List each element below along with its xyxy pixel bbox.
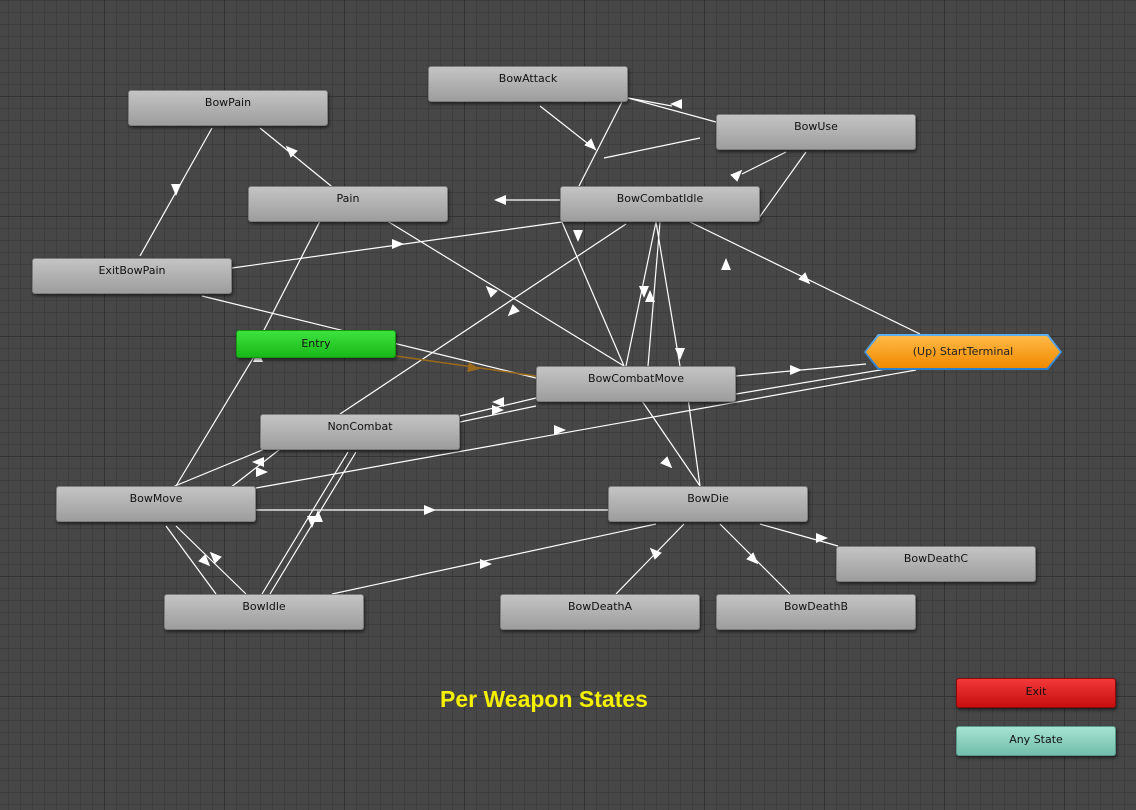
transition-arrowhead [660,456,673,469]
transition-arrowhead [252,457,264,467]
transition-line[interactable] [655,221,681,367]
state-bow-combat-move[interactable]: BowCombatMove [536,366,736,402]
state-pain[interactable]: Pain [248,186,448,222]
state-entry[interactable]: Entry [236,330,396,358]
transition-line[interactable] [577,97,625,189]
graph-title: Per Weapon States [440,686,648,712]
transition-line[interactable] [625,221,657,367]
state-bow-move[interactable]: BowMove [56,486,256,522]
state-exit[interactable]: Exit [956,678,1116,708]
transition-arrowhead [790,365,802,375]
transition-arrowhead [494,195,506,205]
transition-line[interactable] [339,223,627,415]
transition-line[interactable] [687,397,701,487]
transition-arrowhead [798,272,811,285]
transition-line[interactable] [647,221,661,367]
transition-arrowhead [492,397,504,407]
transition-arrowhead [313,510,323,522]
transition-line[interactable] [627,97,673,107]
transition-line[interactable] [459,397,537,417]
transition-arrowhead [198,554,211,567]
transition-line[interactable] [627,97,717,123]
transition-arrowhead [670,99,682,109]
transition-line[interactable] [331,523,657,595]
entry-transition-line[interactable] [395,355,537,377]
transition-line[interactable] [561,221,625,367]
transition-arrowhead [492,405,504,415]
transition-arrowhead [256,467,268,477]
state-bow-idle[interactable]: BowIdle [164,594,364,630]
state-non-combat[interactable]: NonCombat [260,414,460,450]
transition-arrowhead [573,230,583,242]
transition-arrowhead [507,304,520,317]
transition-line[interactable] [259,127,337,191]
transition-arrowhead [746,552,759,565]
start-terminal-label: (Up) StartTerminal [866,336,1060,368]
transition-arrowhead [171,184,181,196]
state-exit-bow-pain[interactable]: ExitBowPain [32,258,232,294]
state-start-terminal[interactable]: (Up) StartTerminal [864,334,1062,370]
transition-line[interactable] [459,405,537,423]
state-bow-death-c[interactable]: BowDeathC [836,546,1036,582]
transition-line[interactable] [165,525,217,595]
transition-arrowhead [639,286,649,298]
transition-arrowhead [816,533,828,543]
entry-transition-arrow [467,362,480,373]
transition-arrowhead [485,285,498,298]
transition-arrowhead [554,425,566,435]
transition-arrowhead [730,169,743,182]
transition-line[interactable] [261,451,349,595]
transition-arrowhead [721,258,731,270]
transition-line[interactable] [603,137,701,159]
state-bow-attack[interactable]: BowAttack [428,66,628,102]
state-bow-combat-idle[interactable]: BowCombatIdle [560,186,760,222]
transition-line[interactable] [615,523,685,595]
transition-line[interactable] [741,151,787,175]
state-bow-die[interactable]: BowDie [608,486,808,522]
transition-line[interactable] [539,105,597,151]
transition-arrowhead [645,290,655,302]
state-bow-death-a[interactable]: BowDeathA [500,594,700,630]
transition-line[interactable] [759,523,839,547]
transition-arrowhead [649,547,662,560]
transition-line[interactable] [639,397,701,487]
state-any-state[interactable]: Any State [956,726,1116,756]
transition-line[interactable] [255,369,917,489]
transition-line[interactable] [755,151,807,223]
transition-arrowhead [209,551,222,564]
state-bow-use[interactable]: BowUse [716,114,916,150]
transition-arrowhead [392,239,404,249]
transition-arrowhead [675,348,685,360]
transition-line[interactable] [175,349,259,487]
transition-line[interactable] [175,525,247,595]
transition-arrowhead [584,138,597,151]
state-bow-death-b[interactable]: BowDeathB [716,594,916,630]
transition-arrowhead [424,505,436,515]
state-bow-pain[interactable]: BowPain [128,90,328,126]
transition-arrowhead [480,559,492,569]
transition-arrowhead [285,145,298,158]
